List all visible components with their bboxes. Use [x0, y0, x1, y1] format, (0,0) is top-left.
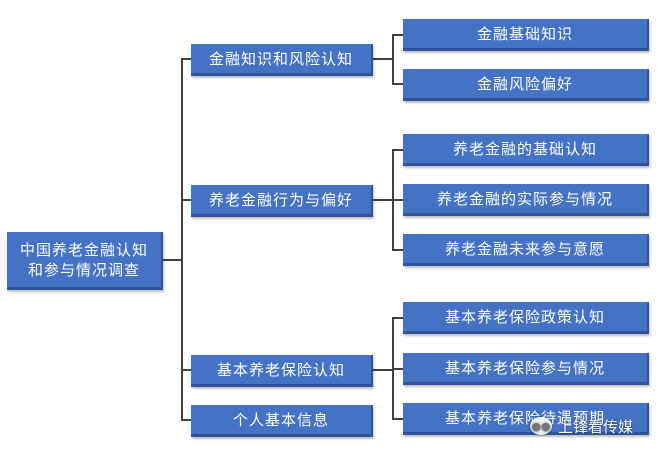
leaf-node-2-2: 养老金融的实际参与情况 — [403, 184, 649, 216]
root-label-line2: 和参与情况调查 — [27, 260, 140, 279]
leaf-node-3-3: 基本养老保险待遇预期 — [403, 403, 649, 435]
connector-leaf-3-3 — [392, 418, 403, 420]
connector-branch2-out — [373, 199, 394, 201]
connector-leaf-2-2 — [392, 199, 403, 201]
connector-branch-2 — [181, 199, 191, 201]
leaf-node-3-1: 基本养老保险政策认知 — [403, 302, 649, 334]
connector-branch1-out — [373, 58, 394, 60]
connector-leaf-1-2 — [392, 83, 403, 85]
branch-node-1: 金融知识和风险认知 — [191, 44, 373, 76]
connector-branch-3 — [181, 369, 191, 371]
branch-node-3: 基本养老保险认知 — [191, 355, 373, 387]
root-node: 中国养老金融认知 和参与情况调查 — [7, 232, 163, 290]
root-connector — [163, 259, 182, 261]
spine-branch-1 — [392, 34, 394, 85]
branch-node-2: 养老金融行为与偏好 — [191, 185, 373, 217]
branch-node-4: 个人基本信息 — [191, 405, 373, 437]
connector-branch-4 — [181, 419, 191, 421]
leaf-node-2-1: 养老金融的基础认知 — [403, 134, 649, 166]
watermark: ●● 上锋看传媒 — [530, 412, 633, 440]
leaf-node-3-2: 基本养老保险参与情况 — [403, 353, 649, 385]
leaf-node-1-2: 金融风险偏好 — [403, 69, 649, 101]
connector-branch-1 — [181, 58, 191, 60]
connector-leaf-2-3 — [392, 249, 403, 251]
connector-leaf-2-1 — [392, 149, 403, 151]
connector-leaf-3-2 — [392, 368, 403, 370]
root-label-line1: 中国养老金融认知 — [19, 240, 148, 259]
watermark-text: 上锋看传媒 — [558, 417, 634, 436]
level1-spine — [181, 58, 183, 420]
connector-leaf-3-1 — [392, 317, 403, 319]
wechat-icon: ●● — [530, 417, 552, 435]
connector-leaf-1-1 — [392, 34, 403, 36]
leaf-node-2-3: 养老金融未来参与意愿 — [403, 234, 649, 266]
connector-branch3-out — [373, 369, 394, 371]
leaf-node-1-1: 金融基础知识 — [403, 19, 649, 51]
